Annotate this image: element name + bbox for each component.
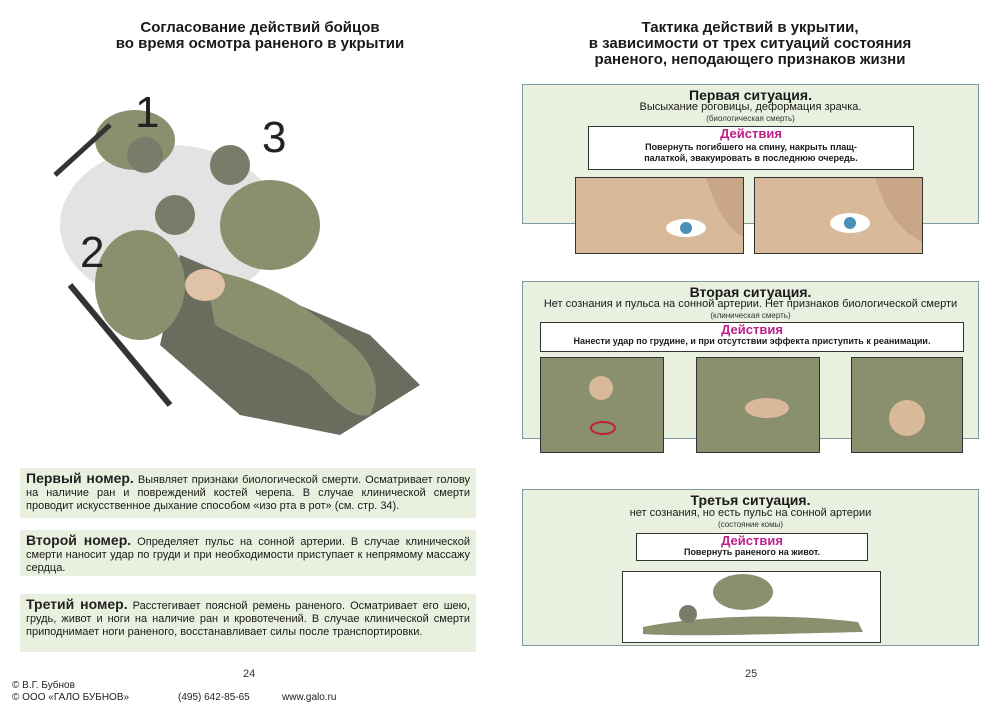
label-number-3: 3	[262, 113, 287, 162]
right-page-title: Тактика действий в укрытии, в зависимост…	[588, 19, 912, 68]
situation-3-image	[622, 571, 881, 643]
first-number-description: Первый номер. Выявляет признаки биологич…	[20, 468, 476, 518]
situation-3-subtitle: нет сознания, но есть пульс на сонной ар…	[629, 507, 872, 519]
situation-3-note: (состояние комы)	[717, 520, 784, 529]
situation-1-title: Первая ситуация.	[689, 87, 812, 103]
situation-1-image-b	[754, 177, 923, 254]
situation-2-actions: Действия Нанести удар по грудине, и при …	[540, 322, 964, 352]
situation-2-title: Вторая ситуация.	[689, 284, 812, 300]
footer-author: © В.Г. Бубнов	[12, 680, 75, 691]
situation-3-title: Третья ситуация.	[690, 492, 811, 508]
footer-site[interactable]: www.galo.ru	[282, 692, 337, 703]
situation-1-actions: Действия Повернуть погибшего на спину, н…	[588, 126, 914, 170]
left-page-number: 24	[243, 668, 256, 680]
situation-2-image-c	[851, 357, 963, 453]
third-number-description: Третий номер. Расстегивает поясной ремен…	[20, 594, 476, 652]
footer-phone: (495) 642-85-65	[178, 692, 250, 703]
right-page-number: 25	[745, 668, 758, 680]
situation-2-image-a	[540, 357, 664, 453]
soldiers-illustration	[40, 85, 460, 460]
label-number-2: 2	[80, 228, 105, 277]
situation-1-subtitle: Высыхание роговицы, деформация зрачка.	[639, 101, 862, 113]
situation-2-image-b	[696, 357, 820, 453]
label-number-1: 1	[135, 88, 160, 137]
situation-2-note: (клиническая смерть)	[710, 311, 791, 320]
situation-3-actions: Действия Повернуть раненого на живот.	[636, 533, 868, 561]
situation-2-subtitle: Нет сознания и пульса на сонной артерии.…	[543, 298, 958, 310]
footer-company: © ООО «ГАЛО БУБНОВ»	[12, 692, 130, 703]
situation-1-image-a	[575, 177, 744, 254]
second-number-description: Второй номер. Определяет пульс на сонной…	[20, 530, 476, 576]
situation-1-note: (биологическая смерть)	[706, 114, 795, 123]
left-page-title: Согласование действий бойцов во время ос…	[115, 19, 405, 52]
